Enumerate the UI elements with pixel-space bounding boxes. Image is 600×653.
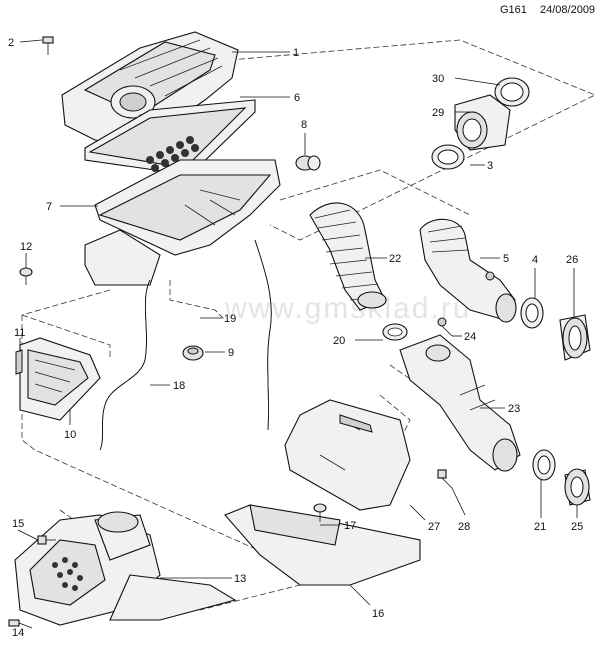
callout-leaders bbox=[17, 39, 578, 606]
part-clip-17[interactable] bbox=[313, 503, 327, 522]
part-grommet[interactable] bbox=[295, 155, 321, 171]
part-grommet-small[interactable] bbox=[182, 345, 204, 361]
callout-12: 12 bbox=[20, 241, 32, 253]
callout-21: 21 bbox=[534, 521, 546, 533]
callout-9: 9 bbox=[228, 347, 234, 359]
callout-17: 17 bbox=[344, 520, 356, 532]
part-corrugated-hose[interactable] bbox=[309, 202, 387, 311]
part-clamp-4[interactable] bbox=[520, 297, 544, 329]
callout-13: 13 bbox=[234, 573, 246, 585]
part-clip[interactable] bbox=[19, 267, 33, 285]
callout-26: 26 bbox=[566, 254, 578, 266]
part-vacuum-hose-19[interactable] bbox=[254, 239, 272, 431]
callout-20: 20 bbox=[333, 335, 345, 347]
callout-30: 30 bbox=[432, 73, 444, 85]
part-screw-28[interactable] bbox=[437, 469, 453, 489]
callout-15: 15 bbox=[12, 518, 24, 530]
callout-3: 3 bbox=[487, 160, 493, 172]
part-coupler-26[interactable] bbox=[559, 314, 591, 361]
part-lower-duct[interactable] bbox=[14, 511, 237, 626]
callout-16: 16 bbox=[372, 608, 384, 620]
callout-7: 7 bbox=[46, 201, 52, 213]
watermark: www.gmsklad.ru bbox=[224, 292, 471, 325]
callout-19: 19 bbox=[224, 313, 236, 325]
callout-6: 6 bbox=[294, 92, 300, 104]
callout-18: 18 bbox=[173, 380, 185, 392]
part-screw-top[interactable] bbox=[42, 36, 54, 55]
callout-1: 1 bbox=[293, 47, 299, 59]
callout-8: 8 bbox=[301, 119, 307, 131]
diagram-code: G161 bbox=[500, 4, 527, 16]
callout-24: 24 bbox=[464, 331, 476, 343]
callout-5: 5 bbox=[503, 253, 509, 265]
callout-28: 28 bbox=[458, 521, 470, 533]
part-seal[interactable] bbox=[15, 349, 23, 375]
part-deflector-panel[interactable] bbox=[224, 504, 421, 586]
callout-labels: 1 2 3 4 5 6 7 8 9 10 11 12 13 14 15 16 1… bbox=[8, 37, 583, 639]
part-air-cleaner-housing[interactable] bbox=[84, 159, 281, 286]
part-clamp-21[interactable] bbox=[532, 449, 556, 481]
part-resonator-duct[interactable] bbox=[399, 334, 521, 472]
callout-14: 14 bbox=[12, 627, 24, 639]
part-vacuum-hose-18[interactable] bbox=[99, 279, 151, 451]
part-coupler-25[interactable] bbox=[564, 468, 591, 506]
callout-22: 22 bbox=[389, 253, 401, 265]
part-screw-bottom[interactable] bbox=[8, 619, 33, 629]
part-intake-duct[interactable] bbox=[19, 337, 101, 421]
callout-23: 23 bbox=[508, 403, 520, 415]
part-clamp-3[interactable] bbox=[431, 144, 465, 170]
part-intake-tube[interactable] bbox=[419, 218, 517, 323]
part-heat-shield[interactable] bbox=[284, 399, 411, 511]
part-mass-air-flow-sensor[interactable] bbox=[454, 94, 511, 151]
part-bolt-24[interactable] bbox=[437, 317, 453, 337]
callout-27: 27 bbox=[428, 521, 440, 533]
callout-2: 2 bbox=[8, 37, 14, 49]
part-clamp-30[interactable] bbox=[494, 77, 530, 107]
callout-29: 29 bbox=[432, 107, 444, 119]
diagram-date: 24/08/2009 bbox=[540, 4, 596, 16]
callout-25: 25 bbox=[571, 521, 583, 533]
part-clamp-20[interactable] bbox=[382, 323, 408, 341]
callout-11: 11 bbox=[14, 327, 25, 339]
callout-4: 4 bbox=[532, 254, 538, 266]
callout-10: 10 bbox=[64, 429, 76, 441]
